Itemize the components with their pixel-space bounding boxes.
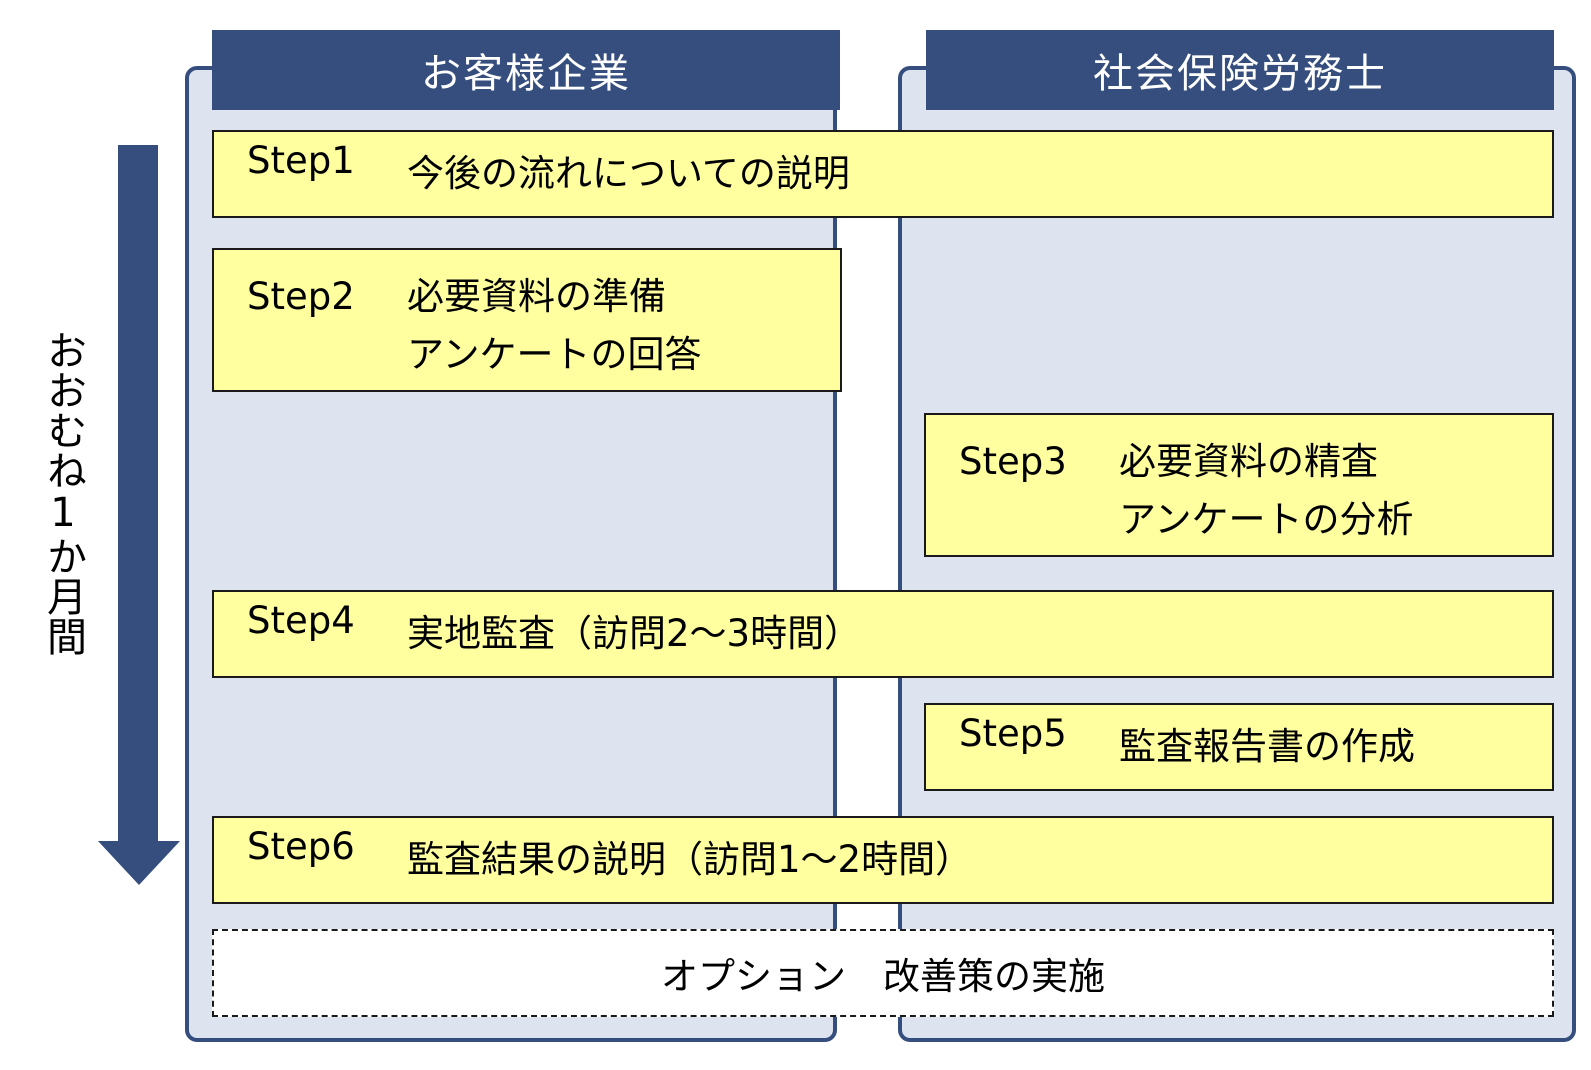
step-number: Step5	[959, 712, 1067, 755]
down-arrow-icon	[98, 145, 180, 885]
step-text: 今後の流れについての説明	[407, 152, 850, 195]
step-number: Step3	[959, 440, 1067, 483]
step-5-box: Step5 監査報告書の作成	[924, 703, 1554, 791]
step-4-box: Step4 実地監査（訪問2～3時間）	[212, 590, 1554, 678]
step-text: 実地監査（訪問2～3時間）	[407, 612, 862, 655]
step-text-line-1: 必要資料の準備	[407, 275, 666, 318]
step-text-line-1: 必要資料の精査	[1119, 440, 1378, 483]
step-6-box: Step6 監査結果の説明（訪問1～2時間）	[212, 816, 1554, 904]
option-box: オプション 改善策の実施	[212, 929, 1554, 1017]
step-number: Step4	[247, 599, 355, 642]
step-text: 監査結果の説明（訪問1～2時間）	[407, 838, 973, 881]
step-text-line-2: アンケートの回答	[407, 333, 702, 376]
step-number: Step6	[247, 825, 355, 868]
step-1-box: Step1 今後の流れについての説明	[212, 130, 1554, 218]
step-text-line-2: アンケートの分析	[1119, 498, 1414, 541]
step-number: Step1	[247, 139, 355, 182]
step-3-box: Step3 必要資料の精査 アンケートの分析	[924, 413, 1554, 557]
lane-header-client: お客様企業	[212, 30, 840, 110]
step-2-box: Step2 必要資料の準備 アンケートの回答	[212, 248, 842, 392]
period-label: おおむね1か月間	[40, 330, 86, 656]
step-number: Step2	[247, 275, 355, 318]
step-text: 監査報告書の作成	[1119, 725, 1415, 768]
lane-header-consultant: 社会保険労務士	[926, 30, 1554, 110]
